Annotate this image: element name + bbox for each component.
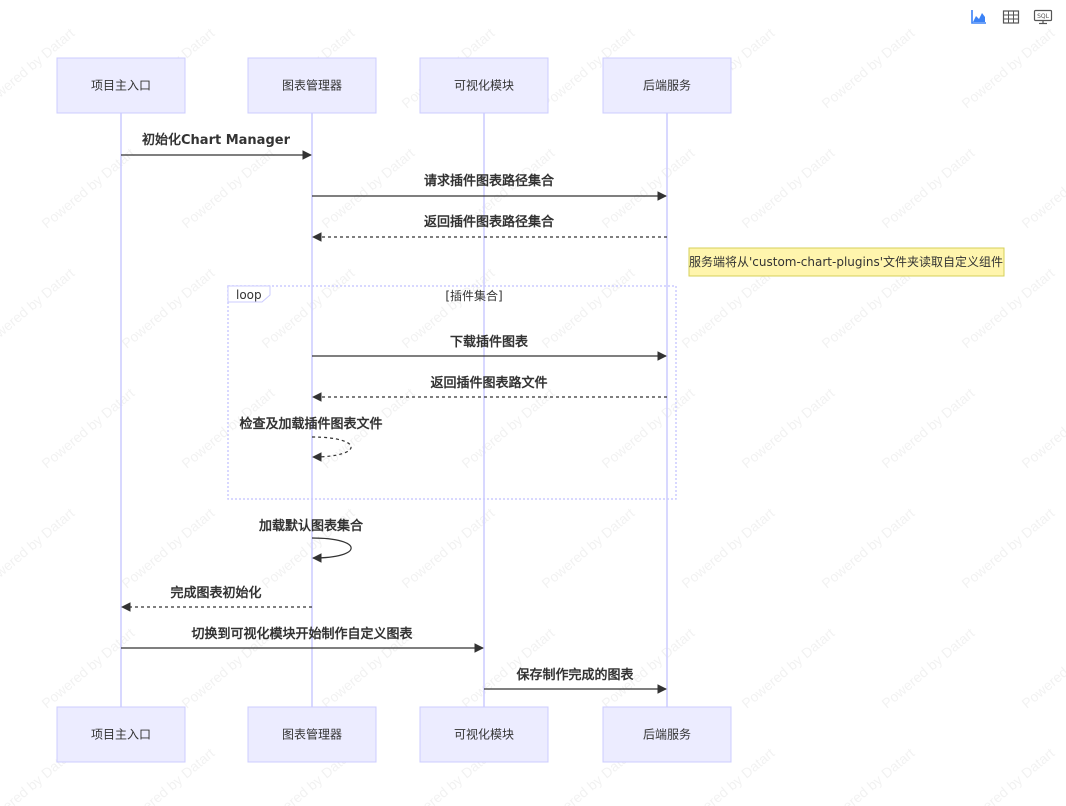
loop-condition: [插件集合] <box>445 288 502 303</box>
actor-box-bottom <box>56 706 186 763</box>
actor-label: 可视化模块 <box>454 78 514 93</box>
message-label: 请求插件图表路径集合 <box>424 173 555 189</box>
loop-box: loop [插件集合] <box>227 285 677 500</box>
message-label: 下载插件图表 <box>450 334 529 350</box>
actor-label: 图表管理器 <box>282 727 342 742</box>
sql-icon-text: SQL <box>1037 13 1050 20</box>
table-icon <box>1002 10 1020 24</box>
note-box <box>688 247 1005 277</box>
self-message-arrow <box>311 537 352 563</box>
messages: 初始化Chart Manager 请求插件图表路径集合返回插件图表路径集合下载插件… <box>121 132 667 694</box>
self-message-arrow <box>311 436 352 462</box>
chart-view-button[interactable] <box>968 8 990 26</box>
actor-box-top <box>247 57 377 114</box>
actor-box-top <box>56 57 186 114</box>
note: 服务端将从'custom-chart-plugins'文件夹读取自定义组件 <box>688 247 1005 277</box>
chart-icon <box>971 10 986 24</box>
toolbar: SQL <box>968 8 1054 26</box>
message-label: 初始化Chart Manager <box>142 132 291 148</box>
loop-tag <box>227 285 271 303</box>
message-label: 完成图表初始化 <box>170 585 261 601</box>
message-label: 返回插件图表路径集合 <box>424 214 555 230</box>
message-label: 切换到可视化模块开始制作自定义图表 <box>191 626 413 642</box>
actors-top: 项目主入口 图表管理器 可视化模块 后端服务 <box>56 57 732 114</box>
actor-label: 项目主入口 <box>91 728 151 742</box>
actor-label: 图表管理器 <box>282 78 342 93</box>
message-label: 加载默认图表集合 <box>258 518 364 534</box>
actor-box-bottom <box>247 706 377 763</box>
actor-label: 可视化模块 <box>454 727 514 742</box>
loop-keyword: loop <box>236 288 262 302</box>
actor-box-bottom <box>602 706 732 763</box>
actors-bottom: 项目主入口 图表管理器 可视化模块 后端服务 <box>56 706 732 763</box>
actor-label: 后端服务 <box>643 727 691 742</box>
table-view-button[interactable] <box>1000 8 1022 26</box>
actor-label: 项目主入口 <box>91 79 151 93</box>
message-label: 保存制作完成的图表 <box>515 667 634 683</box>
actor-box-top <box>419 57 549 114</box>
message-label: 检查及加载插件图表文件 <box>239 416 382 432</box>
sql-icon: SQL <box>1033 9 1053 25</box>
sql-view-button[interactable]: SQL <box>1032 8 1054 26</box>
lifelines <box>120 113 668 707</box>
note-text: 服务端将从'custom-chart-plugins'文件夹读取自定义组件 <box>689 254 1003 269</box>
actor-box-bottom <box>419 706 549 763</box>
loop-frame <box>227 285 677 500</box>
actor-box-top <box>602 57 732 114</box>
message-label: 返回插件图表路文件 <box>430 375 547 391</box>
actor-label: 后端服务 <box>643 78 691 93</box>
